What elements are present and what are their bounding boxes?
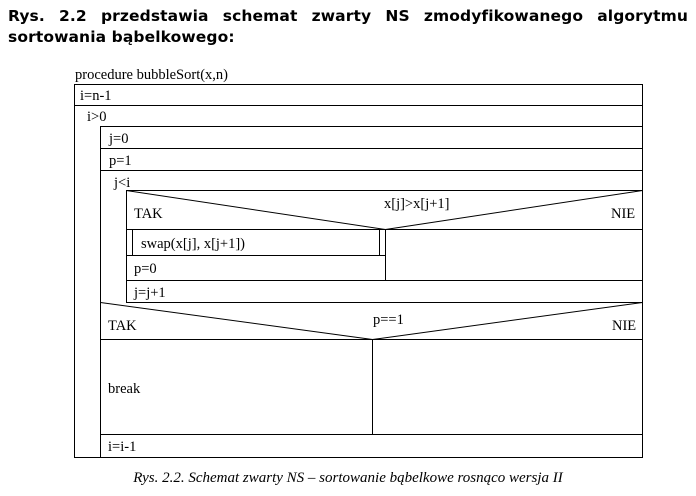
increment-j-statement: j=j+1 <box>133 285 166 301</box>
outer-loop-body <box>100 126 643 458</box>
outer-no-label: NIE <box>612 318 636 334</box>
swap-call: swap(x[j], x[j+1]) <box>141 236 245 252</box>
inner-loop-body <box>126 190 643 303</box>
procedure-header: procedure bubbleSort(x,n) <box>75 67 228 83</box>
outer-condition-diagonal-right <box>372 302 643 340</box>
init-i-statement: i=n-1 <box>80 88 112 104</box>
reset-p-statement: p=0 <box>134 261 157 277</box>
init-p-statement: p=1 <box>109 153 132 169</box>
inner-no-label: NIE <box>611 206 635 222</box>
inner-condition-label: x[j]>x[j+1] <box>384 196 449 212</box>
outer-condition-label: p==1 <box>373 312 404 328</box>
figure-caption: Rys. 2.2. Schemat zwarty NS – sortowanie… <box>133 470 563 486</box>
outer-yes-label: TAK <box>108 318 137 334</box>
break-statement: break <box>108 381 141 397</box>
init-j-statement: j=0 <box>108 131 128 147</box>
section-heading: Rys. 2.2 przedstawia schemat zwarty NS z… <box>8 7 688 46</box>
inner-yes-label: TAK <box>134 206 163 222</box>
inner-condition-diagonal-right <box>385 190 643 230</box>
decrement-i-statement: i=i-1 <box>108 439 136 455</box>
diagram-frame <box>74 84 643 458</box>
inner-condition-diagonal-left <box>126 190 386 230</box>
inner-loop-condition: j<i <box>113 175 130 191</box>
outer-loop-condition: i>0 <box>87 109 106 125</box>
outer-condition-diagonal-left <box>100 302 373 340</box>
